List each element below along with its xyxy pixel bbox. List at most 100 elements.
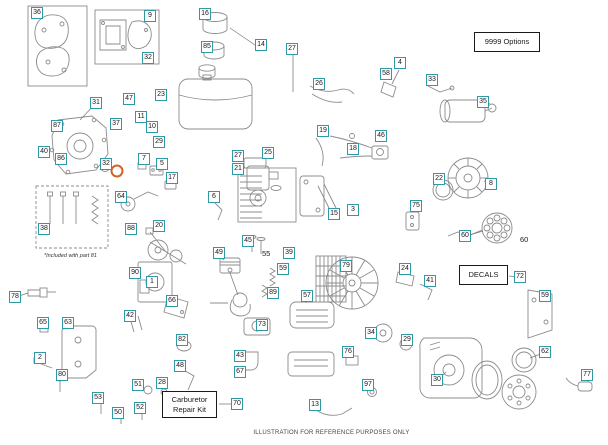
callout-45: 45 [242,235,254,247]
gasket-panels-art [27,5,160,87]
cylinder-block-art [237,157,339,223]
callout-29: 29 [153,136,165,148]
callout-14: 14 [255,39,267,51]
callout-33: 33 [426,74,438,86]
callout-65: 65 [37,317,49,329]
callout-6: 6 [208,191,220,203]
callout-58: 58 [380,68,392,80]
callout-62: 62 [539,346,551,358]
callout-18: 18 [347,143,359,155]
callout-77: 77 [581,369,593,381]
callout-31: 31 [90,97,102,109]
callout-1: 1 [146,276,158,288]
callout-32: 32 [100,158,112,170]
callout-9: 9 [144,10,156,22]
fuel-tank-art [178,49,355,130]
callout-3: 3 [347,204,359,216]
callout-5: 5 [156,158,168,170]
labelbox-line: Carburetor [171,395,208,405]
callout-27: 27 [286,43,298,55]
callout-60: 60 [459,230,471,242]
callout-70: 70 [231,398,243,410]
callout-43: 43 [234,350,246,362]
options-box: 9999 Options [474,32,540,52]
callout-59: 59 [539,290,551,302]
callout-17: 17 [166,172,178,184]
callout-87: 87 [51,120,63,132]
callout-52: 52 [134,402,146,414]
callout-15: 15 [328,208,340,220]
muffler-art [240,301,377,416]
callout-86: 86 [55,153,67,165]
callout-22: 22 [433,173,445,185]
callout-4: 4 [394,57,406,69]
blower-housing-art [419,289,553,399]
plain-part-number-55: 55 [262,249,271,258]
callout-23: 23 [155,89,167,101]
callout-41: 41 [424,275,436,287]
callout-26: 26 [313,78,325,90]
callout-13: 13 [309,399,321,411]
callout-27: 27 [232,150,244,162]
callout-59: 59 [277,263,289,275]
callout-47: 47 [123,93,135,105]
callout-7: 7 [138,153,150,165]
callout-28: 28 [156,377,168,389]
fan-art [315,255,433,351]
callout-67: 67 [234,366,246,378]
recoil-art [471,347,593,410]
decals-box: DECALS [459,265,508,285]
callout-39: 39 [283,247,295,259]
footnote: *Included with part 81 [44,253,97,259]
callout-85: 85 [201,41,213,53]
callout-72: 72 [514,271,526,283]
callout-37: 37 [110,118,122,130]
highlighted-oring [110,164,124,178]
callout-73: 73 [256,319,268,331]
callout-11: 11 [135,111,147,123]
labelbox-line: Repair Kit [173,404,206,414]
callout-88: 88 [125,223,137,235]
callout-10: 10 [146,121,158,133]
callout-16: 16 [199,8,211,20]
callout-48: 48 [174,360,186,372]
callout-36: 36 [31,7,43,19]
callout-66: 66 [166,295,178,307]
callout-80: 80 [56,369,68,381]
callout-75: 75 [410,200,422,212]
callout-24: 24 [399,263,411,275]
callout-82: 82 [176,334,188,346]
callout-63: 63 [62,317,74,329]
callout-30: 30 [431,374,443,386]
callout-53: 53 [92,392,104,404]
piston-crank-art [137,235,276,319]
callout-46: 46 [375,130,387,142]
callout-20: 20 [153,220,165,232]
callout-50: 50 [112,407,124,419]
callout-38: 38 [38,223,50,235]
labelbox-line: 9999 Options [484,37,530,47]
callout-34: 34 [365,327,377,339]
carburetor-art [213,165,282,221]
callout-19: 19 [317,125,329,137]
callout-42: 42 [124,310,136,322]
callout-35: 35 [477,96,489,108]
callout-21: 21 [232,163,244,175]
ignition-art [315,69,455,167]
callout-51: 51 [132,379,144,391]
callout-8: 8 [485,178,497,190]
callout-57: 57 [301,290,313,302]
callout-25: 25 [262,147,274,159]
reference-caption: ILLUSTRATION FOR REFERENCE PURPOSES ONLY [253,430,410,436]
labelbox-line: DECALS [468,270,499,280]
callout-89: 89 [267,287,279,299]
callout-32: 32 [142,52,154,64]
callout-76: 76 [342,346,354,358]
starter-motor-art [439,99,497,123]
callout-78: 78 [9,291,21,303]
callout-29: 29 [401,334,413,346]
callout-79: 79 [340,260,352,272]
